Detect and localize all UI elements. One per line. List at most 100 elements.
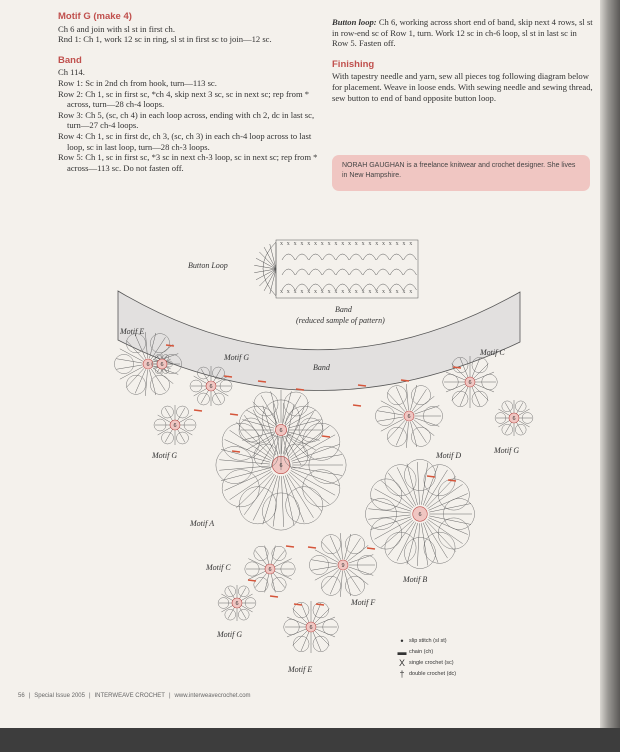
motif-center-number: 6 <box>235 601 238 607</box>
svg-text:x: x <box>382 241 385 247</box>
svg-text:x: x <box>396 241 399 247</box>
svg-text:x: x <box>341 289 344 295</box>
chain-mark <box>165 344 175 347</box>
chain-mark <box>223 375 233 378</box>
designer-bio: NORAH GAUGHAN is a freelance knitwear an… <box>332 155 590 191</box>
finishing-text: With tapestry needle and yarn, sew all p… <box>332 71 593 103</box>
svg-text:x: x <box>389 289 392 295</box>
legend-row: X single crochet (sc) <box>395 657 456 668</box>
chain-mark <box>229 413 239 416</box>
finishing-heading: Finishing <box>332 58 375 70</box>
page-edge <box>600 0 620 752</box>
band-arc <box>117 290 521 391</box>
motif-label: Motif C <box>479 348 505 357</box>
svg-text:x: x <box>389 241 392 247</box>
chain-mark <box>231 450 241 453</box>
svg-text:x: x <box>328 289 331 295</box>
svg-text:x: x <box>362 241 365 247</box>
motif-center-number: 6 <box>209 384 212 390</box>
svg-text:x: x <box>294 241 297 247</box>
legend-row: • slip stitch (sl st) <box>395 635 456 646</box>
svg-text:x: x <box>294 289 297 295</box>
chain-mark <box>315 603 325 606</box>
svg-text:x: x <box>402 289 405 295</box>
legend-symbol: X <box>398 657 405 668</box>
svg-text:x: x <box>287 289 290 295</box>
chain-mark <box>366 547 376 550</box>
svg-text:x: x <box>348 241 351 247</box>
motif-center-number: 6 <box>173 423 176 429</box>
svg-text:x: x <box>341 241 344 247</box>
svg-text:x: x <box>402 241 405 247</box>
motif-center-number: 6 <box>279 428 282 434</box>
motif-center-number: 6 <box>268 567 271 573</box>
motif-center-number: 6 <box>418 512 421 518</box>
svg-text:x: x <box>368 289 371 295</box>
crochet-motif: 6 <box>189 366 233 406</box>
crochet-motif: 9 <box>309 533 377 597</box>
chain-mark <box>357 384 367 387</box>
page-footer: 56|Special Issue 2005|INTERWEAVE CROCHET… <box>18 693 251 699</box>
svg-text:x: x <box>362 289 365 295</box>
chain-mark <box>193 409 203 412</box>
motif-center-number: 9 <box>341 563 344 569</box>
svg-text:x: x <box>300 289 303 295</box>
chain-mark <box>447 479 457 482</box>
crochet-motif: 6 <box>114 332 182 396</box>
crochet-motif: 6 <box>375 384 443 448</box>
motif-center-number: 6 <box>512 416 515 422</box>
crochet-motif: 6 <box>217 585 257 621</box>
button-loop-label: Button loop: <box>332 17 377 27</box>
band-line: Row 1: Sc in 2nd ch from hook, turn—113 … <box>58 77 217 88</box>
svg-text:x: x <box>409 289 412 295</box>
crochet-motif: 6 <box>151 354 173 374</box>
motif-center-number: 6 <box>407 414 410 420</box>
motif-label: Motif B <box>402 575 427 584</box>
svg-text:x: x <box>307 289 310 295</box>
band-label: Band <box>313 363 331 372</box>
crochet-motif: 6 <box>238 390 324 470</box>
motif-g-line: Rnd 1: Ch 1, work 12 sc in ring, sl st i… <box>58 34 272 45</box>
svg-text:x: x <box>334 241 337 247</box>
chain-mark <box>293 603 303 606</box>
magazine-name: INTERWEAVE CROCHET <box>94 693 165 699</box>
band-sample-note: (reduced sample of pattern) <box>296 316 385 325</box>
svg-text:x: x <box>287 241 290 247</box>
motif-center-number: 6 <box>309 625 312 631</box>
crochet-motif: 6 <box>215 399 347 531</box>
chain-mark <box>352 404 362 407</box>
svg-text:x: x <box>382 289 385 295</box>
page-number: 56 <box>18 693 25 699</box>
crochet-motif: 6 <box>283 601 339 653</box>
svg-text:x: x <box>307 241 310 247</box>
svg-text:x: x <box>348 289 351 295</box>
chain-mark <box>307 546 317 549</box>
chain-mark <box>295 388 305 391</box>
legend-symbol: † <box>399 668 405 679</box>
motif-label: Motif G <box>151 451 177 460</box>
motif-center-number: 6 <box>146 362 149 368</box>
band-sample-label: Band <box>335 305 353 314</box>
band-line: Row 3: Ch 5, (sc, ch 4) in each loop acr… <box>58 109 315 131</box>
legend-label: chain (ch) <box>409 648 434 655</box>
svg-text:x: x <box>368 241 371 247</box>
crochet-motif: 6 <box>442 356 498 408</box>
motif-label: Motif E <box>287 665 312 674</box>
crochet-motif: 6 <box>244 545 296 593</box>
motif-label: Motif D <box>435 451 461 460</box>
legend-symbol: • <box>400 635 404 646</box>
motif-label: Motif A <box>189 519 214 528</box>
chain-mark <box>452 366 462 369</box>
left-column: Motif G (make 4) Ch 6 and join with sl s… <box>58 11 328 173</box>
chain-mark <box>285 545 295 548</box>
svg-text:x: x <box>375 241 378 247</box>
issue-name: Special Issue 2005 <box>34 693 85 699</box>
motif-label: Motif G <box>493 446 519 455</box>
svg-text:x: x <box>280 241 283 247</box>
svg-text:x: x <box>409 241 412 247</box>
svg-text:x: x <box>355 241 358 247</box>
svg-text:x: x <box>314 289 317 295</box>
band-line: Row 4: Ch 1, sc in first dc, ch 3, (sc, … <box>58 130 312 152</box>
crochet-diagram: xxxxxxxxxxxxxxxxxxxxxxxxxxxxxxxxxxxxxxxx… <box>114 239 534 674</box>
